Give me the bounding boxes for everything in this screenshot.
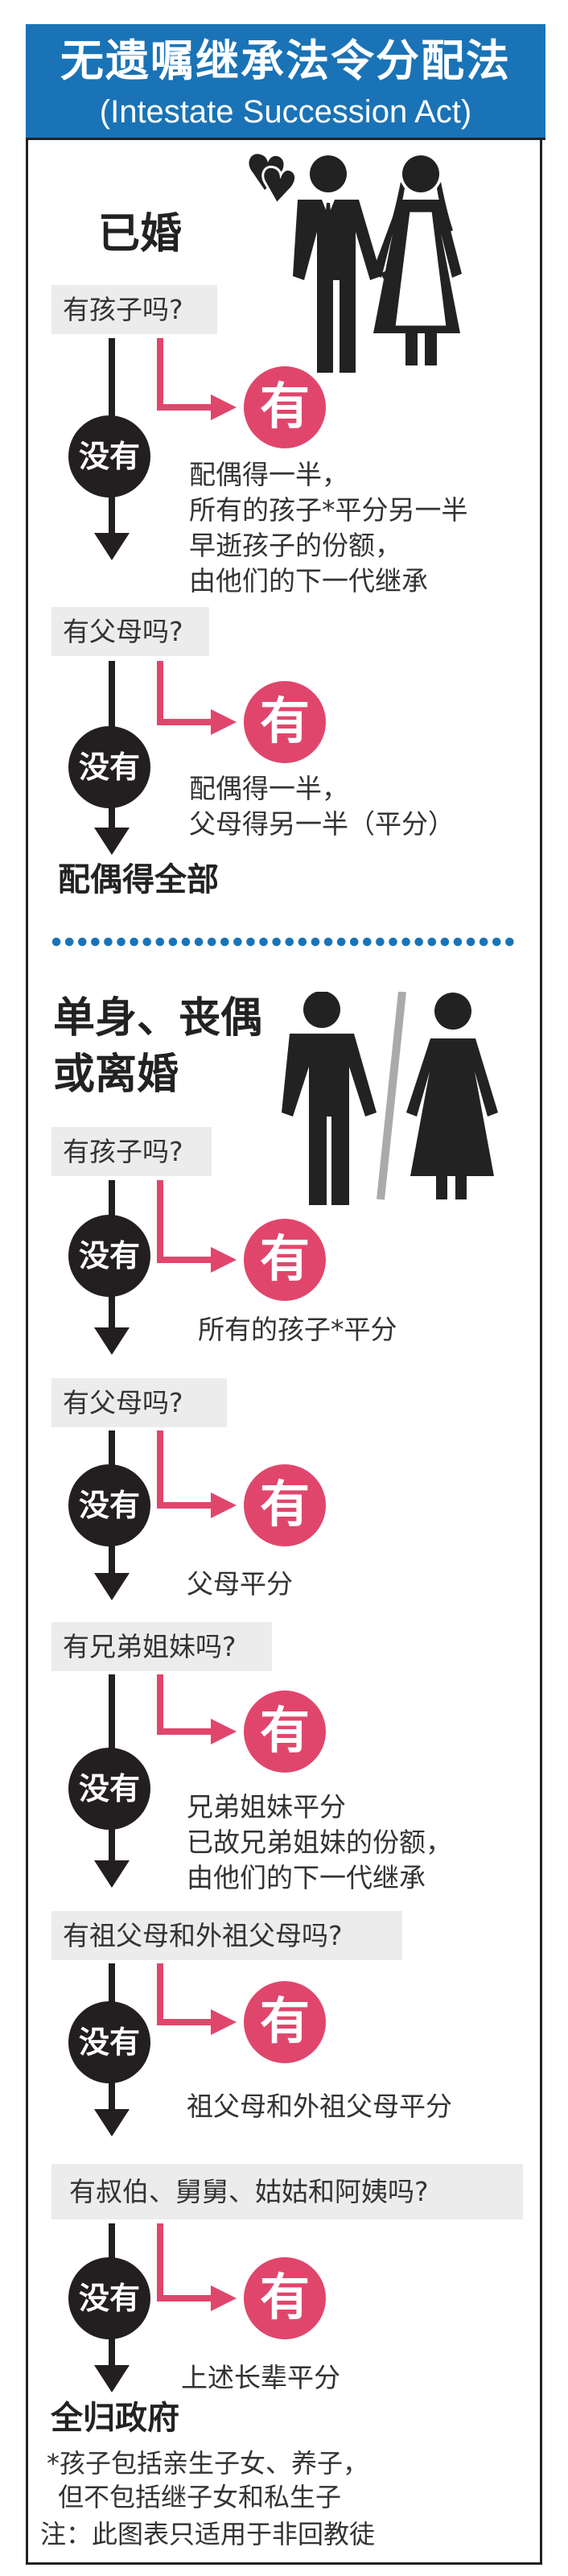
question-box: 有父母吗?: [51, 1378, 227, 1427]
page-subtitle: (Intestate Succession Act): [99, 94, 472, 130]
yes-circle: 有: [244, 1981, 326, 2063]
result-line: 所有的孩子*平分另一半: [189, 494, 468, 526]
yes-arrowhead-icon: [211, 1247, 237, 1273]
yes-circle: 有: [244, 1690, 326, 1773]
footnote-children-line2: 但不包括继子女和私生子: [58, 2482, 342, 2512]
no-arrowhead-icon: [94, 1327, 130, 1355]
no-circle: 没有: [68, 415, 150, 497]
result-line: 父母得另一半（平分）: [189, 808, 455, 840]
no-arrowhead-icon: [94, 1860, 130, 1888]
yes-branch-line: [157, 1180, 212, 1263]
section-divider: [50, 937, 517, 947]
no-arrowhead-icon: [94, 2365, 130, 2392]
result-line: 上述长辈平分: [181, 2362, 340, 2393]
yes-circle: 有: [244, 1464, 326, 1546]
yes-circle: 有: [244, 2257, 326, 2339]
result-line: 配偶得一半，: [189, 773, 348, 804]
result-line: 所有的孩子*平分: [198, 1314, 397, 1345]
yes-branch-line: [157, 1430, 212, 1509]
single-title-line2: 或离婚: [53, 1051, 179, 1099]
footnote-note: 注：此图表只适用于非回教徒: [40, 2519, 376, 2549]
yes-circle: 有: [244, 1219, 326, 1301]
yes-arrowhead-icon: [211, 1492, 237, 1518]
bride-and-groom-with-hearts-icon: [249, 154, 462, 373]
yes-arrowhead-icon: [211, 2009, 237, 2035]
result-line: 早逝孩子的份额，: [189, 530, 401, 561]
result-line: 由他们的下一代继承: [189, 565, 428, 597]
yes-arrowhead-icon: [211, 394, 237, 420]
yes-arrowhead-icon: [211, 709, 237, 735]
result-line: 父母平分: [187, 1568, 293, 1600]
no-arrowhead-icon: [94, 1573, 130, 1600]
final-outcome: 配偶得全部: [58, 861, 219, 898]
yes-circle: 有: [244, 681, 326, 763]
result-line: 已故兄弟姐妹的份额，: [187, 1827, 452, 1858]
footnote-children: *孩子包括亲生子女、养子，: [47, 2448, 369, 2479]
result-line: 祖父母和外祖父母平分: [187, 2091, 452, 2122]
no-circle: 没有: [68, 726, 150, 808]
question-box: 有孩子吗?: [51, 1127, 212, 1176]
no-circle: 没有: [68, 1464, 150, 1546]
result-text: 配偶得一半， 所有的孩子*平分另一半 早逝孩子的份额， 由他们的下一代继承: [189, 457, 468, 599]
result-text: 配偶得一半， 父母得另一半（平分）: [189, 771, 455, 842]
final-outcome: 全归政府: [51, 2400, 179, 2437]
header-banner: 无遗嘱继承法令分配法 (Intestate Succession Act): [26, 24, 545, 140]
result-text: 父母平分: [187, 1567, 293, 1602]
result-line: 配偶得一半，: [189, 459, 348, 490]
page-title: 无遗嘱继承法令分配法: [60, 35, 511, 86]
result-line: 由他们的下一代继承: [187, 1862, 426, 1893]
yes-circle: 有: [244, 366, 326, 448]
yes-branch-line: [157, 661, 212, 725]
yes-branch-line: [157, 1963, 212, 2025]
no-arrowhead-icon: [94, 2109, 130, 2136]
no-circle: 没有: [68, 1748, 150, 1830]
yes-branch-line: [157, 2223, 212, 2301]
no-circle: 没有: [68, 1215, 150, 1297]
yes-branch-line: [157, 1674, 212, 1735]
result-text: 上述长辈平分: [181, 2360, 340, 2396]
question-box: 有父母吗?: [51, 607, 209, 656]
result-text: 祖父母和外祖父母平分: [187, 2089, 452, 2124]
separated-man-woman-icon: [282, 992, 498, 1205]
yes-arrowhead-icon: [211, 1719, 237, 1744]
result-line: 兄弟姐妹平分: [187, 1791, 346, 1823]
no-arrowhead-icon: [94, 828, 130, 855]
married-title: 已婚: [98, 210, 183, 258]
question-box: 有叔伯、舅舅、姑姑和阿姨吗?: [51, 2164, 523, 2219]
no-arrowhead-icon: [94, 533, 130, 560]
yes-arrowhead-icon: [211, 2285, 237, 2311]
single-title: 单身、丧偶: [53, 994, 263, 1042]
yes-branch-line: [157, 338, 212, 411]
result-text: 兄弟姐妹平分 已故兄弟姐妹的份额， 由他们的下一代继承: [187, 1790, 452, 1896]
question-box: 有祖父母和外祖父母吗?: [51, 1911, 402, 1960]
no-circle: 没有: [68, 2001, 150, 2083]
question-box: 有孩子吗?: [51, 285, 217, 334]
no-circle: 没有: [68, 2257, 150, 2339]
question-box: 有兄弟姐妹吗?: [51, 1622, 272, 1671]
result-text: 所有的孩子*平分: [198, 1312, 397, 1348]
